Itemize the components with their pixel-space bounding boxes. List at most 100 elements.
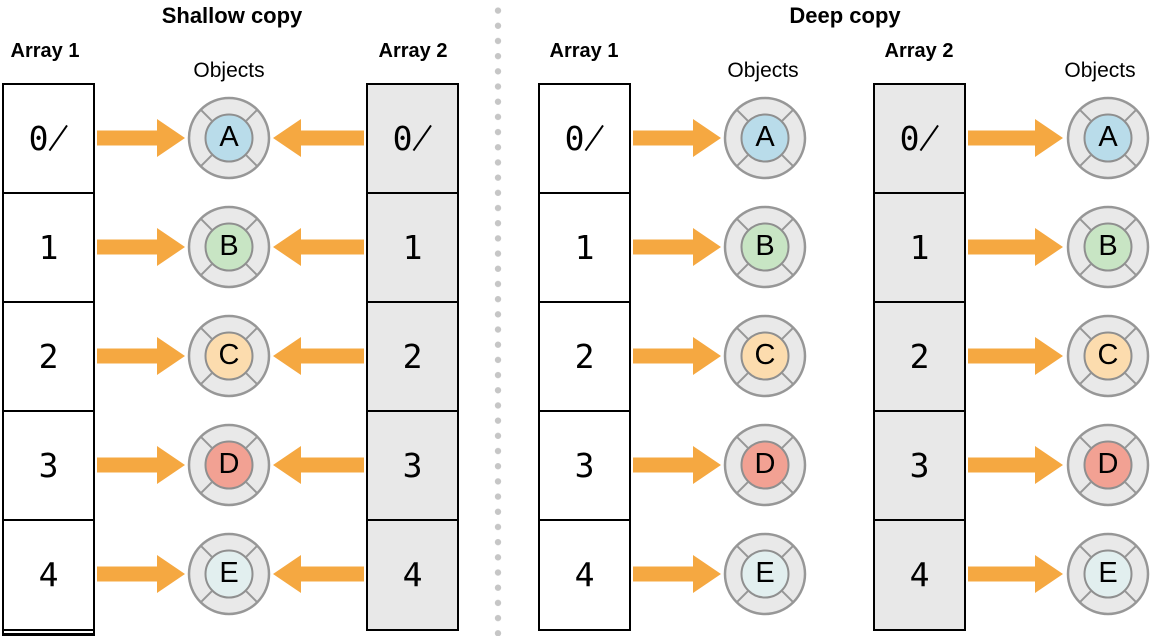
object-letter: C (1097, 339, 1119, 371)
deep-array2-label: Array 2 (884, 40, 954, 62)
array-cell: 4 (873, 519, 966, 631)
arrow-right-icon (968, 227, 1063, 266)
arrow-left-icon (273, 118, 364, 157)
object-ring-icon (1066, 96, 1150, 179)
arrow-right-icon (97, 118, 186, 158)
object-ring-icon (723, 314, 807, 397)
arrow-left-icon (273, 336, 364, 375)
array-cell: 3 (2, 410, 95, 522)
array-cell: 3 (538, 410, 631, 522)
arrow-left-icon (273, 554, 364, 593)
deep-array1-label: Array 1 (549, 40, 619, 62)
array-cell: 0̸ (538, 83, 631, 195)
arrow-right-icon (968, 445, 1063, 484)
arrow-right-icon (968, 118, 1064, 158)
object-ring-icon (1066, 532, 1150, 615)
object-ring-icon (723, 205, 807, 288)
arrow-right-icon (97, 445, 185, 484)
arrow-left-icon (272, 554, 364, 594)
object-letter: B (755, 230, 775, 262)
object-letter: A (1098, 121, 1118, 153)
arrow-left-icon (272, 118, 364, 158)
array-cell: 4 (538, 519, 631, 631)
object-letter: B (219, 230, 239, 262)
object-node: B (186, 204, 272, 290)
object-ring-icon (187, 96, 271, 179)
object-node: C (1065, 313, 1151, 399)
object-letter: A (219, 121, 239, 153)
object-letter: E (1098, 557, 1118, 589)
array-cell: 4 (366, 519, 459, 631)
array-cell: 0̸ (2, 83, 95, 195)
object-node: C (722, 313, 808, 399)
arrow-right-icon (968, 336, 1064, 376)
object-node: A (1065, 95, 1151, 181)
object-letter: E (219, 557, 239, 589)
arrow-right-icon (633, 336, 722, 376)
array-cell: 0̸ (873, 83, 966, 195)
array-1-partial-cell (2, 628, 95, 636)
arrow-right-icon (97, 445, 186, 485)
arrow-right-icon (97, 554, 186, 594)
object-ring-icon (187, 532, 271, 615)
array-cell: 0̸ (366, 83, 459, 195)
object-ring-icon (723, 96, 807, 179)
deep-objects2-label: Objects (1064, 59, 1136, 82)
object-node: D (186, 422, 272, 508)
arrow-right-icon (968, 554, 1063, 593)
arrow-left-icon (272, 336, 364, 376)
shallow-array2-label: Array 2 (378, 40, 448, 62)
object-node: B (1065, 204, 1151, 290)
arrow-right-icon (968, 554, 1064, 594)
arrow-right-icon (633, 445, 721, 484)
arrow-right-icon (97, 227, 185, 266)
array-cell: 1 (873, 192, 966, 304)
shallow-objects-label: Objects (193, 59, 265, 82)
object-letter: D (1097, 448, 1119, 480)
arrow-right-icon (633, 227, 722, 267)
object-node: E (186, 531, 272, 617)
array-cell: 2 (538, 301, 631, 413)
object-ring-icon (1066, 314, 1150, 397)
object-letter: C (754, 339, 776, 371)
object-ring-icon (723, 532, 807, 615)
arrow-right-icon (633, 336, 721, 375)
object-node: D (1065, 422, 1151, 508)
arrow-right-icon (97, 118, 185, 157)
arrow-right-icon (968, 336, 1063, 375)
object-ring-icon (187, 205, 271, 288)
object-ring-icon (1066, 205, 1150, 288)
object-letter: B (1098, 230, 1118, 262)
object-letter: A (755, 121, 775, 153)
array-cell: 3 (366, 410, 459, 522)
array-cell: 4 (2, 519, 95, 631)
arrow-left-icon (273, 227, 364, 266)
arrow-right-icon (968, 227, 1064, 267)
shallow-array1-label: Array 1 (10, 40, 80, 62)
arrow-right-icon (968, 118, 1063, 157)
deep-copy-title: Deep copy (789, 3, 901, 28)
array-cell: 2 (2, 301, 95, 413)
array-cell: 1 (2, 192, 95, 304)
object-node: B (722, 204, 808, 290)
arrow-right-icon (968, 445, 1064, 485)
array-cell: 2 (366, 301, 459, 413)
arrow-right-icon (633, 554, 721, 593)
arrow-left-icon (272, 227, 364, 267)
array-cell: 2 (873, 301, 966, 413)
object-letter: D (218, 448, 240, 480)
shallow-copy-title: Shallow copy (161, 3, 303, 28)
arrow-left-icon (272, 445, 364, 485)
object-ring-icon (187, 423, 271, 506)
object-letter: E (755, 557, 775, 589)
arrow-right-icon (97, 336, 186, 376)
arrow-left-icon (273, 445, 364, 484)
arrow-right-icon (97, 336, 185, 375)
object-node: D (722, 422, 808, 508)
arrow-right-icon (633, 118, 722, 158)
